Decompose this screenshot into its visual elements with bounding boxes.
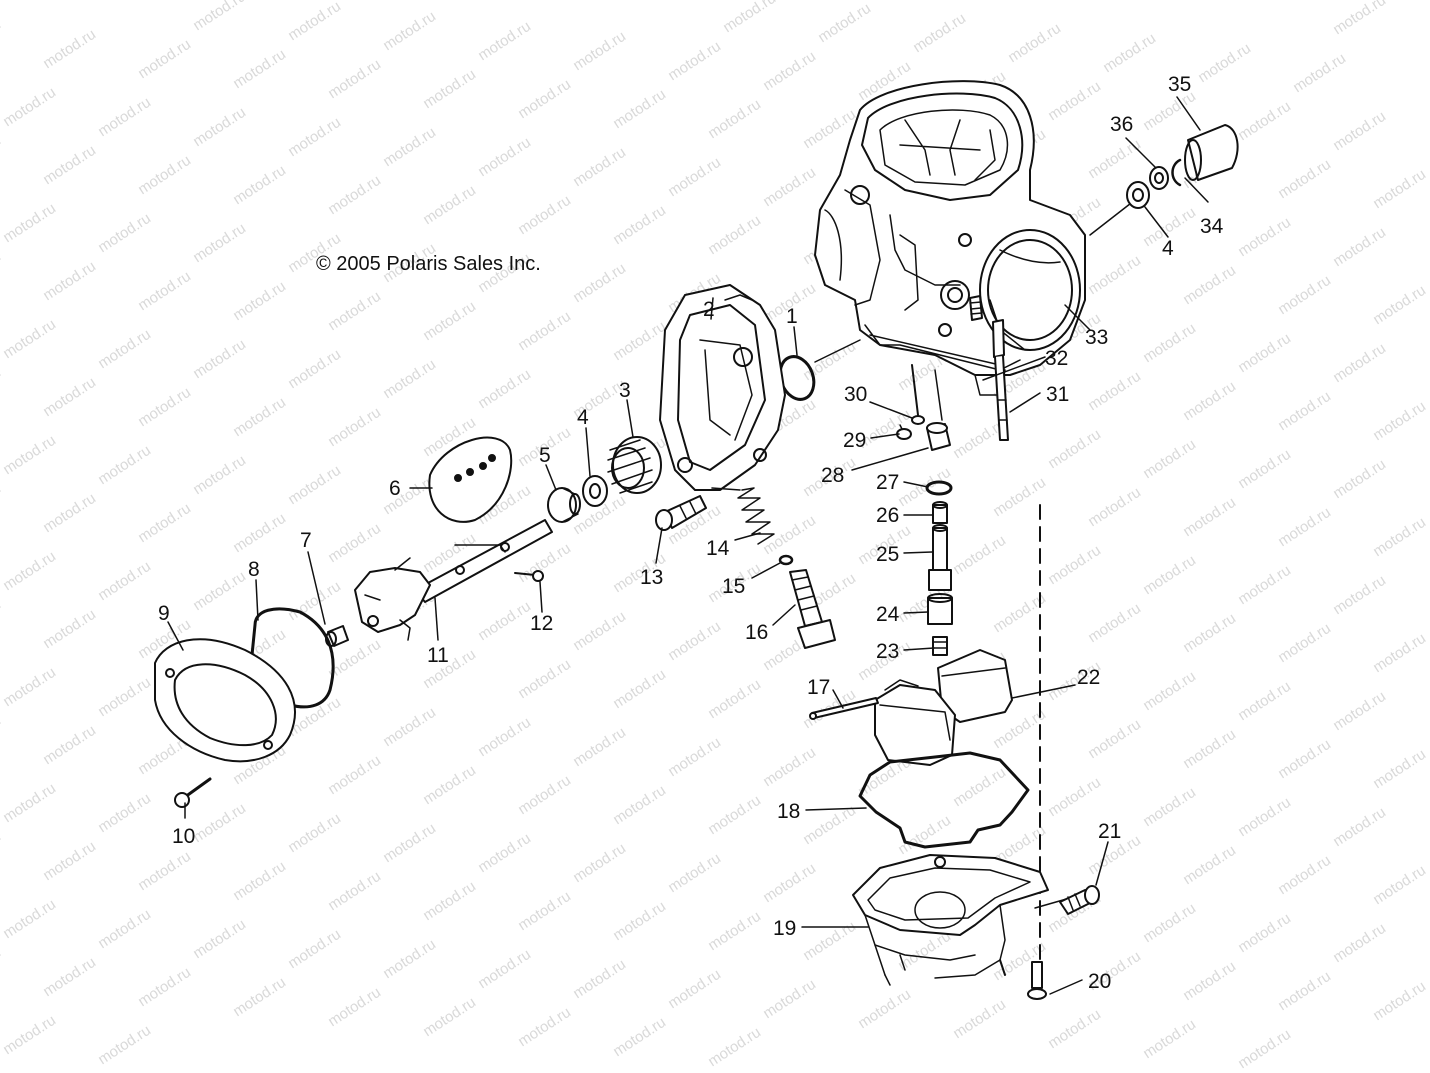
leader-line bbox=[1089, 199, 1136, 236]
callout-12: 12 bbox=[530, 612, 553, 635]
leader-line bbox=[711, 487, 741, 491]
callout-5: 5 bbox=[539, 444, 551, 467]
main-jet-holder-part bbox=[927, 593, 953, 625]
screw-part-10 bbox=[174, 777, 212, 808]
screw-part-12 bbox=[514, 570, 544, 582]
idle-spring-part bbox=[737, 487, 775, 545]
callout-14: 14 bbox=[706, 537, 730, 560]
o-ring-part-27 bbox=[925, 480, 953, 496]
main-jet-part bbox=[932, 636, 948, 656]
float-part-left bbox=[874, 679, 956, 766]
cover-plate-part bbox=[154, 638, 296, 763]
screw-part-20 bbox=[1027, 961, 1047, 1000]
float-bowl-gasket-part bbox=[858, 751, 1030, 849]
callout-27: 27 bbox=[876, 471, 899, 494]
callout-22: 22 bbox=[1077, 666, 1100, 689]
drain-screw-part bbox=[1034, 885, 1100, 915]
callout-31: 31 bbox=[1046, 383, 1069, 406]
callout-25: 25 bbox=[876, 543, 899, 566]
small-ring-part bbox=[778, 554, 794, 566]
washer-part-right bbox=[1126, 181, 1150, 209]
callout-4-left: 4 bbox=[577, 406, 589, 429]
leader-line bbox=[814, 339, 861, 363]
callout-33: 33 bbox=[1085, 326, 1108, 349]
callout-labels: 1 2 3 4 4 5 6 7 8 9 10 11 12 13 14 15 16… bbox=[158, 73, 1224, 993]
plate-part bbox=[428, 436, 513, 523]
callout-29: 29 bbox=[843, 429, 866, 452]
callout-21: 21 bbox=[1098, 820, 1121, 843]
coil-spring-part bbox=[607, 436, 662, 494]
sleeve-part bbox=[1184, 124, 1239, 181]
callout-24: 24 bbox=[876, 603, 900, 626]
washer-part-left bbox=[582, 475, 608, 507]
emulsion-tube-part bbox=[928, 524, 952, 591]
callout-9: 9 bbox=[158, 602, 170, 625]
callout-2: 2 bbox=[703, 298, 715, 321]
screw-part-13 bbox=[655, 495, 707, 531]
callout-13: 13 bbox=[640, 566, 663, 589]
screw-part-30 bbox=[911, 364, 925, 425]
callout-7: 7 bbox=[300, 529, 312, 552]
callout-20: 20 bbox=[1088, 970, 1111, 993]
callout-32: 32 bbox=[1045, 347, 1068, 370]
callout-4-right: 4 bbox=[1162, 237, 1174, 260]
nozzle-part bbox=[926, 369, 951, 451]
spacer-part bbox=[547, 487, 581, 523]
callout-18: 18 bbox=[777, 800, 800, 823]
callout-17: 17 bbox=[807, 676, 830, 699]
jet-part bbox=[969, 295, 983, 321]
callout-leaders bbox=[167, 96, 1209, 995]
callout-3: 3 bbox=[619, 379, 631, 402]
screw-part-29 bbox=[896, 424, 912, 440]
callout-11: 11 bbox=[427, 644, 449, 667]
callout-26: 26 bbox=[876, 504, 899, 527]
plug-part bbox=[325, 625, 349, 647]
callout-8: 8 bbox=[248, 558, 260, 581]
callout-19: 19 bbox=[773, 917, 796, 940]
copyright-text: © 2005 Polaris Sales Inc. bbox=[316, 253, 541, 275]
float-bowl-part bbox=[852, 854, 1049, 986]
callout-30: 30 bbox=[844, 383, 867, 406]
callout-1: 1 bbox=[786, 305, 798, 328]
seal-part bbox=[1149, 166, 1169, 190]
carburetor-body-part bbox=[814, 80, 1086, 396]
choke-shaft-part bbox=[354, 519, 553, 641]
choke-cover-housing-part bbox=[659, 284, 786, 491]
callout-16: 16 bbox=[745, 621, 768, 644]
callout-23: 23 bbox=[876, 640, 899, 663]
idle-screw-part bbox=[789, 569, 836, 649]
clip-part bbox=[1171, 158, 1182, 187]
callout-36: 36 bbox=[1110, 113, 1133, 136]
callout-6: 6 bbox=[389, 477, 401, 500]
callout-10: 10 bbox=[172, 825, 195, 848]
callout-15: 15 bbox=[722, 575, 745, 598]
callout-34: 34 bbox=[1200, 215, 1224, 238]
needle-part bbox=[992, 319, 1009, 441]
jet-holder-part bbox=[932, 501, 948, 524]
callout-35: 35 bbox=[1168, 73, 1191, 96]
callout-28: 28 bbox=[821, 464, 844, 487]
float-pin-part bbox=[811, 697, 879, 719]
